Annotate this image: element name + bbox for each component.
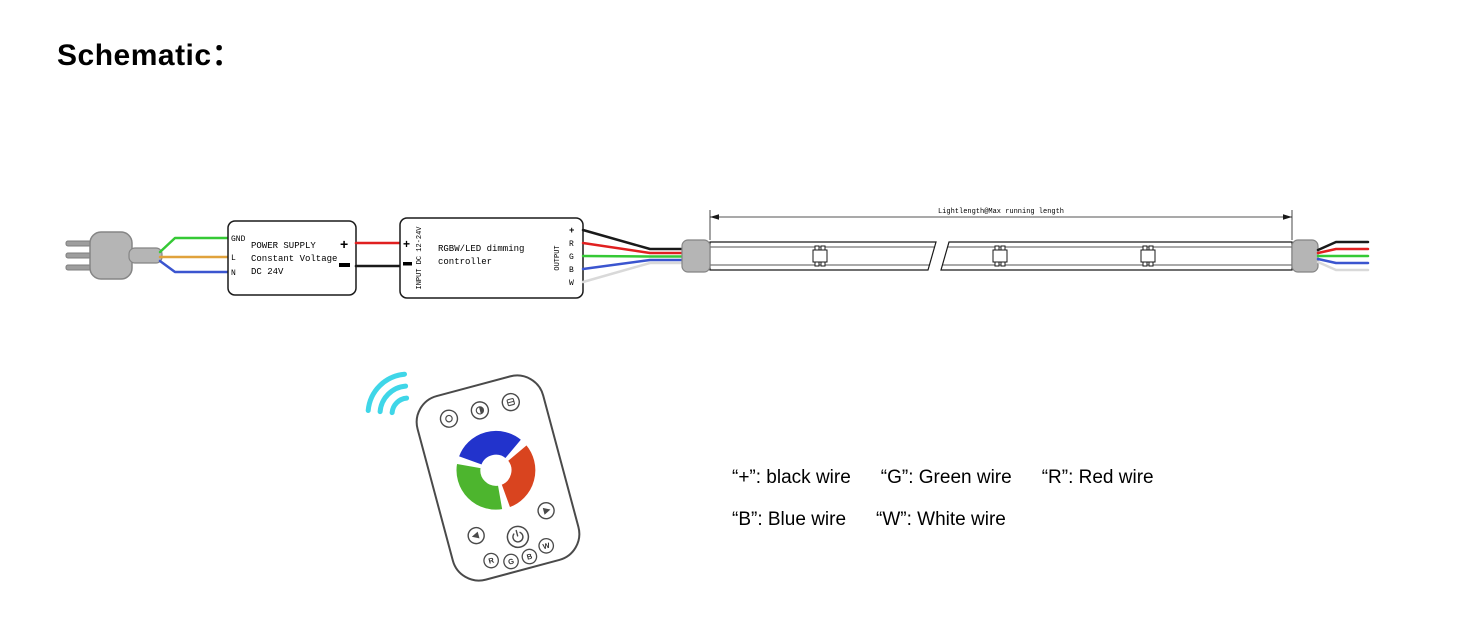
mode-icon-line	[507, 400, 515, 404]
wheel-blue-segment	[457, 429, 523, 466]
out-terminal-w: W	[569, 279, 574, 288]
remote-body	[415, 374, 581, 582]
wheel-green-segment	[455, 462, 504, 511]
remote-button-r-label: R	[487, 555, 495, 565]
legend-item-plus: “+”: black wire	[732, 467, 851, 488]
left-arrow-icon	[471, 531, 480, 539]
controller-box: + INPUT DC 12-24V RGBW/LED dimming contr…	[399, 217, 584, 299]
mains-wires	[158, 236, 230, 274]
controller-name2: controller	[438, 257, 492, 267]
legend-item-white: “W”: White wire	[876, 509, 1006, 530]
wire-red	[1316, 247, 1370, 255]
out-terminal-plus: +	[569, 226, 574, 236]
wire-black	[1316, 240, 1370, 252]
out-terminal-r: R	[569, 240, 574, 249]
remote-button-b	[521, 548, 538, 565]
wire-black	[581, 228, 686, 251]
legend-item-green: “G”: Green wire	[880, 467, 1012, 488]
controller-name: RGBW/LED dimming	[438, 244, 524, 254]
remote-button-r	[483, 552, 499, 569]
plug-prong	[65, 264, 92, 271]
legend-row-1: “+”: black wire “G”: Green wire “R”: Red…	[732, 467, 1154, 489]
ring-icon	[445, 414, 453, 423]
rgbw-wires-right	[1316, 240, 1370, 272]
neutral-wire	[158, 259, 230, 274]
ps-plus-terminal: +	[340, 236, 348, 252]
plug-prong	[65, 240, 92, 247]
plug-body	[89, 231, 133, 280]
wheel-red-segment	[500, 443, 537, 509]
remote-button-ring	[439, 409, 459, 428]
remote-button-g	[503, 553, 519, 570]
gnd-wire	[158, 236, 230, 254]
out-terminal-g: G	[569, 253, 574, 262]
dim-arrow-right	[1283, 214, 1292, 220]
strip-endcap-right	[1291, 239, 1319, 273]
remote-button-w	[538, 537, 555, 554]
wire-legend: “+”: black wire “G”: Green wire “R”: Red…	[732, 467, 1154, 531]
terminal-l-label: L	[231, 254, 236, 263]
remote-button-power	[506, 525, 530, 549]
power-icon	[512, 529, 524, 543]
dim-arrow-left	[710, 214, 719, 220]
remote-control: R G B W	[415, 374, 581, 582]
led-symbol	[812, 245, 828, 267]
remote-button-brightness	[470, 401, 490, 420]
dimension-lines	[709, 210, 1293, 240]
plug-cable	[128, 247, 163, 264]
ctrl-input-label: INPUT DC 12-24V	[416, 226, 424, 290]
strip-length-label: Lightlength@Max running length	[938, 208, 1064, 216]
ctrl-minus-terminal	[403, 262, 412, 266]
page-title: Schematic：	[57, 39, 243, 72]
rgbw-wires-left	[581, 228, 686, 284]
dc-wires	[354, 241, 403, 268]
remote-button-g-label: G	[507, 556, 515, 566]
ctrl-plus-terminal: +	[403, 237, 410, 251]
wire-blue	[581, 258, 686, 271]
wireless-waves-icon	[365, 371, 410, 416]
strip-segment-2	[940, 241, 1293, 271]
power-supply-name: POWER SUPPLY	[251, 241, 316, 251]
wire-white	[1316, 260, 1370, 272]
power-plug	[65, 231, 163, 280]
out-terminal-b: B	[569, 266, 574, 275]
legend-item-blue: “B”: Blue wire	[732, 509, 847, 530]
led-strip: Lightlength@Max running length	[681, 208, 1319, 273]
power-supply-voltage: DC 24V	[251, 267, 284, 277]
power-supply-box: GND L N POWER SUPPLY Constant Voltage DC…	[227, 220, 357, 296]
brightness-icon-half	[478, 406, 484, 414]
wire-green	[581, 254, 686, 258]
color-wheel	[455, 429, 537, 511]
power-supply-type: Constant Voltage	[251, 254, 337, 264]
ctrl-output-label: OUTPUT	[554, 245, 562, 270]
terminal-n-label: N	[231, 269, 236, 278]
led-symbol	[992, 245, 1008, 267]
legend-row-2: “B”: Blue wire “W”: White wire	[732, 509, 1154, 531]
wire-red	[581, 241, 686, 255]
led-symbol	[1140, 245, 1156, 267]
remote-button-w-label: W	[542, 540, 552, 551]
wire-blue	[1316, 257, 1370, 265]
led-component-symbols	[812, 245, 1156, 267]
wire-white	[581, 261, 686, 284]
legend-item-red: “R”: Red wire	[1041, 467, 1154, 488]
terminal-gnd-label: GND	[231, 235, 246, 244]
ps-minus-terminal	[339, 263, 350, 267]
strip-endcap-left	[681, 239, 711, 273]
right-arrow-icon	[542, 507, 551, 515]
plug-prong	[65, 252, 92, 259]
remote-button-b-label: B	[526, 551, 534, 561]
